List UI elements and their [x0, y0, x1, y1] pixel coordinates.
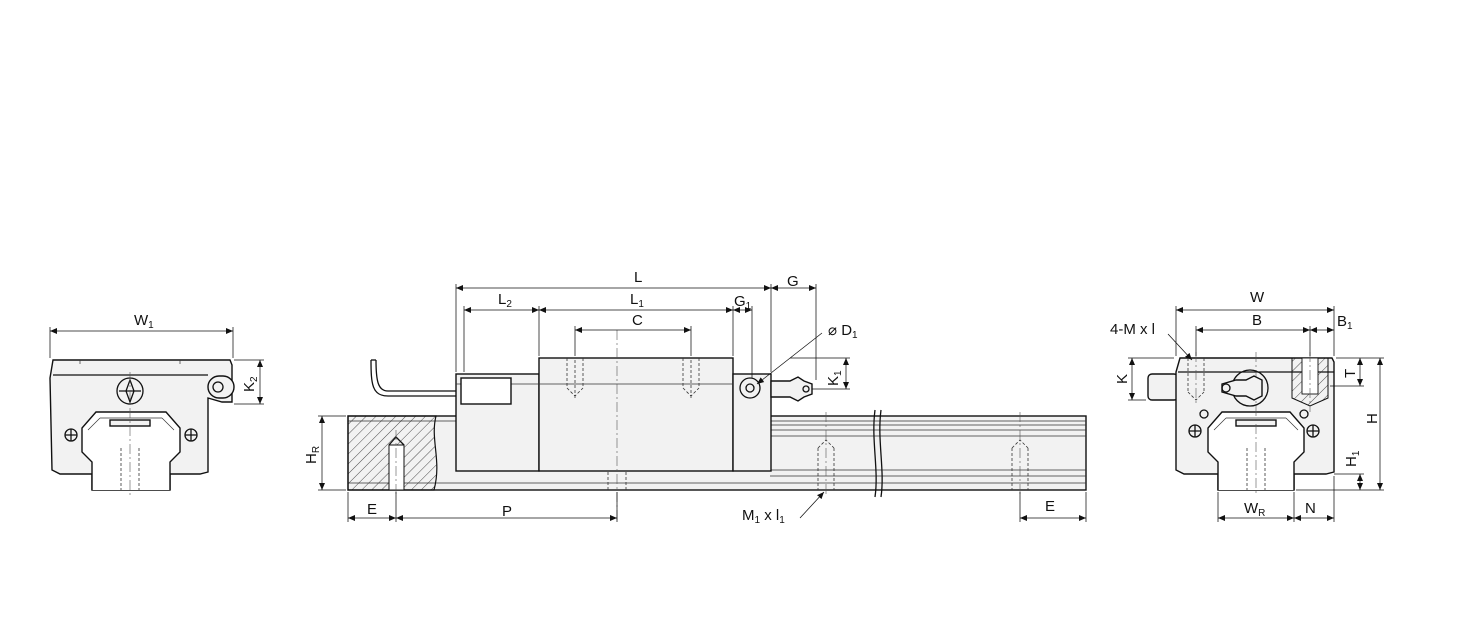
dim-label-b1: B1 [1337, 313, 1353, 332]
dim-label-g: G [787, 273, 799, 290]
dim-label-4m-l: 4-M x l [1110, 321, 1155, 338]
dim-label-hr: HR [303, 446, 322, 464]
dim-label-l: L [634, 269, 642, 286]
dim-label-h1: H1 [1343, 450, 1362, 467]
dim-label-e-left: E [367, 501, 377, 518]
dim-label-c: C [632, 312, 643, 329]
left-end-view: W1 K2 [49, 312, 264, 496]
dim-label-wr: WR [1244, 500, 1265, 519]
dim-label-b: B [1252, 312, 1262, 329]
dim-label-l2: L2 [498, 291, 512, 310]
dim-label-k2: K2 [241, 376, 260, 392]
dim-label-w: W [1250, 289, 1265, 306]
dim-label-l1: L1 [630, 291, 644, 310]
dim-label-g1: G1 [734, 293, 752, 312]
dim-label-e-right: E [1045, 498, 1055, 515]
dim-label-p: P [502, 503, 512, 520]
center-side-view: L G L2 L1 G1 C ⌀ D1 K1 HR E P E M1 x [303, 269, 1087, 526]
right-end-view: W B B1 4-M x l K T H H1 WR N [1110, 289, 1384, 522]
dim-label-k: K [1114, 374, 1131, 384]
dim-label-d1: ⌀ D1 [828, 322, 858, 341]
dim-label-w1: W1 [134, 312, 154, 331]
dim-label-k1: K1 [825, 370, 844, 386]
dim-label-n: N [1305, 500, 1316, 517]
dim-label-m1-l1: M1 x l1 [742, 507, 785, 526]
dim-label-h: H [1364, 413, 1381, 424]
dim-label-t: T [1342, 369, 1359, 378]
